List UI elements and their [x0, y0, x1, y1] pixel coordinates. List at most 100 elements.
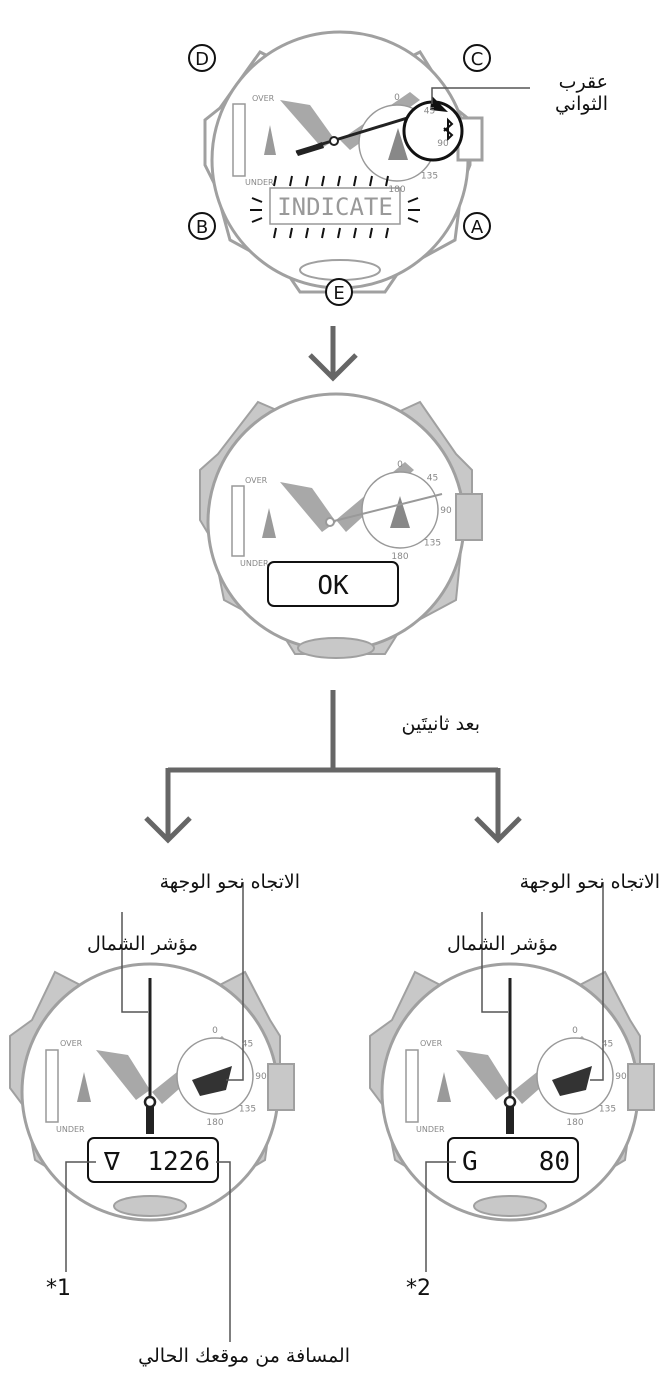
watch-top-under: UNDER: [245, 178, 274, 187]
watch-left-center-pin: [143, 1095, 157, 1109]
watch-left-callout-bearing: [226, 882, 244, 1081]
watch-right-scale: [405, 1049, 419, 1123]
watch-left: OVER UNDER ∇ 1226: [9, 882, 295, 1342]
delay-label: بعد ثانيتَين: [401, 713, 481, 735]
watch-middle: OVER UNDER OK: [199, 392, 483, 659]
watch-middle-over: OVER: [245, 476, 268, 485]
watch-right-over: OVER: [420, 1039, 443, 1048]
dial-number-left-180: 180: [206, 1118, 223, 1128]
dial-number-left-90: 90: [255, 1072, 267, 1082]
svg-text:D: D: [195, 49, 209, 70]
watch-right-north-tail: [506, 1104, 514, 1134]
watch-top-center-pin: [329, 136, 339, 146]
dial-number-left-0: 0: [212, 1026, 218, 1036]
watch-right-lug-bottom: [473, 1195, 547, 1217]
watch-right-left-hand: [437, 1072, 451, 1102]
watch-right-hour-hand: [456, 1050, 510, 1100]
watch-left-callout-north: [121, 912, 148, 1013]
watch-middle-display-text: OK: [317, 571, 349, 601]
branch-connector: [144, 690, 522, 844]
watch-left-bearing-hand: [192, 1066, 232, 1096]
watch-top-second-tail: [296, 142, 324, 156]
watch-right-center-pin: [503, 1095, 517, 1109]
button-d: D: [188, 44, 216, 72]
watch-right: OVER UNDER G 80: [369, 882, 655, 1272]
watch-left-under: UNDER: [56, 1125, 85, 1134]
callout-second-hand-label: عقرب الثواني: [554, 71, 608, 115]
watch-top-subdial-hand: [388, 128, 408, 160]
dial-number-top-180: 180: [388, 185, 405, 195]
svg-text:A: A: [471, 217, 484, 238]
watch-left-scale: [45, 1049, 59, 1123]
dial-number-right-135: 135: [599, 1105, 616, 1115]
watch-top-lug-bottom: [299, 259, 381, 281]
dial-number-right-90: 90: [615, 1072, 627, 1082]
dial-number-left-135: 135: [239, 1105, 256, 1115]
left-north-label: مؤشر الشمال: [86, 933, 198, 955]
right-footnote: *2: [406, 1276, 431, 1301]
watch-middle-scale: [231, 485, 245, 557]
dial-number-top-90: 90: [437, 139, 449, 149]
watch-top-hour-hand: [280, 100, 335, 148]
arrow-down-1: [308, 326, 358, 382]
watch-middle-under: UNDER: [240, 559, 269, 568]
watch-middle-left-hand: [262, 508, 276, 538]
dial-number-right-180: 180: [566, 1118, 583, 1128]
left-distance-label: المسافة من موقعك الحالي: [138, 1345, 350, 1367]
dial-number-middle-180: 180: [391, 552, 408, 562]
watch-left-callout-distance: [216, 1161, 231, 1342]
watch-left-left-hand: [77, 1072, 91, 1102]
watch-right-lcd: [447, 1137, 579, 1183]
dial-number-middle-135: 135: [424, 539, 441, 549]
watch-top-lcd: [269, 187, 401, 225]
dial-number-left-45: 45: [242, 1040, 253, 1050]
dial-number-right-0: 0: [572, 1026, 578, 1036]
button-a: A: [463, 212, 491, 240]
watch-right-callout-footnote: [425, 1161, 456, 1272]
watch-left-lcd: [87, 1137, 219, 1183]
watch-left-callout-footnote: [65, 1161, 96, 1272]
bluetooth-icon: [443, 117, 454, 142]
dial-number-right-45: 45: [602, 1040, 613, 1050]
watch-right-display-left: G: [462, 1147, 478, 1177]
watch-top-flash-marks: [250, 175, 420, 239]
watch-left-display-left: ∇: [103, 1147, 120, 1177]
watch-left-north-tail: [146, 1104, 154, 1134]
watch-right-under: UNDER: [416, 1125, 445, 1134]
watch-top-display-text: INDICATE: [277, 193, 393, 221]
dial-number-top-45: 45: [424, 107, 435, 117]
watch-top: OVER UNDER INDICATE: [188, 30, 530, 306]
dial-number-middle-0: 0: [397, 460, 403, 470]
left-bearing-label: الاتجاه نحو الوجهة: [159, 871, 300, 893]
svg-text:C: C: [471, 49, 484, 70]
right-north-label: مؤشر الشمال: [446, 933, 558, 955]
watch-right-callout-north: [481, 912, 508, 1013]
svg-text:B: B: [196, 217, 208, 238]
button-b: B: [188, 212, 216, 240]
watch-left-lug-bottom: [113, 1195, 187, 1217]
watch-middle-lug-bottom: [297, 637, 375, 659]
watch-middle-center-pin: [325, 517, 335, 527]
left-footnote: *1: [46, 1276, 71, 1301]
dial-number-middle-45: 45: [427, 474, 438, 484]
watch-right-crown: [627, 1063, 655, 1111]
dial-number-middle-90: 90: [440, 506, 452, 516]
watch-middle-second-hand: [329, 493, 443, 523]
watch-top-pointer-tip: [430, 96, 448, 112]
watch-right-display-right: 80: [539, 1147, 570, 1177]
watch-left-over: OVER: [60, 1039, 83, 1048]
watch-top-over: OVER: [252, 94, 275, 103]
dial-number-top-0: 0: [394, 93, 400, 103]
dial-number-top-135: 135: [421, 172, 438, 182]
watch-left-display-right: 1226: [147, 1147, 210, 1177]
watch-middle-crown: [455, 493, 483, 541]
watch-middle-subdial-hand: [390, 496, 410, 528]
watch-left-crown: [267, 1063, 295, 1111]
watch-middle-lcd: [267, 561, 399, 607]
right-bearing-label: الاتجاه نحو الوجهة: [519, 871, 660, 893]
button-e: E: [325, 278, 353, 306]
watch-right-callout-bearing: [590, 882, 604, 1081]
watch-left-hour-hand: [96, 1050, 150, 1100]
